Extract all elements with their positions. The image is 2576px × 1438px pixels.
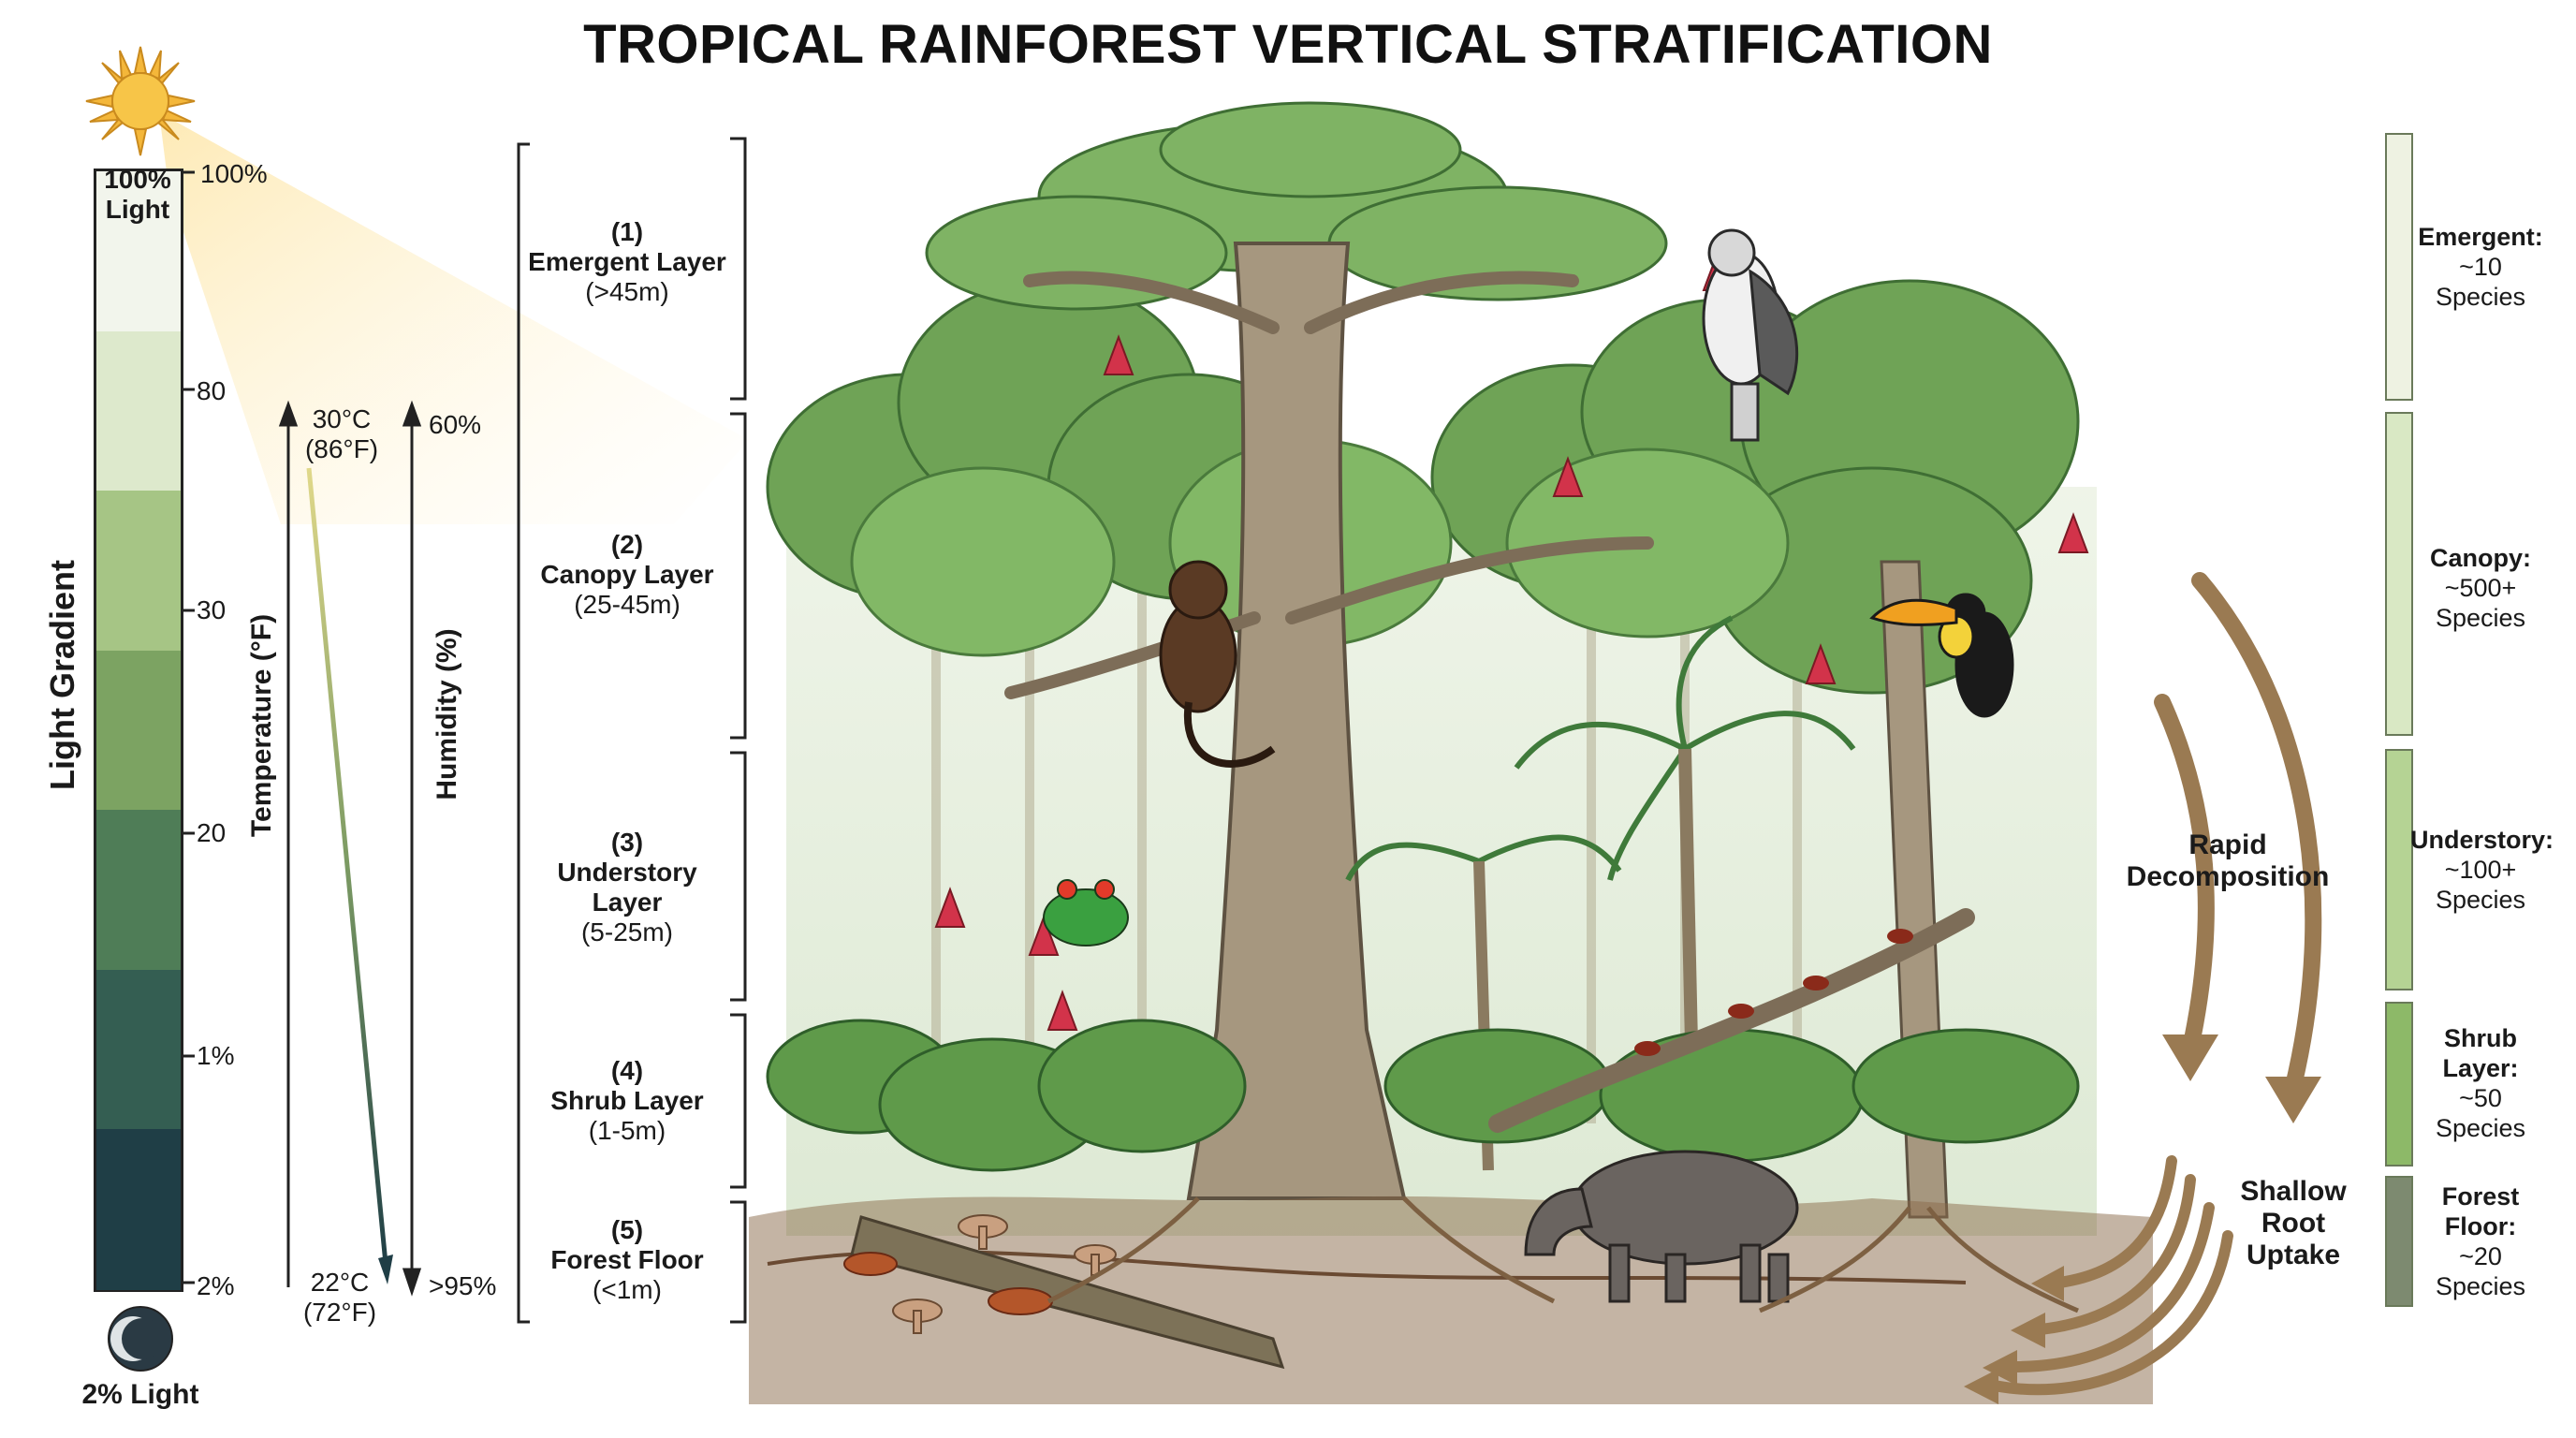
species-label-understory: Understory: ~100+ Species	[2410, 825, 2554, 915]
species-label-shrub: Shrub Layer: ~50 Species	[2410, 1023, 2551, 1143]
layer-emergent-name: Emergent Layer	[528, 247, 726, 276]
layer-understory-num: (3)	[610, 828, 644, 857]
species-bar-emergent	[2385, 133, 2413, 401]
species-bar-understory	[2385, 749, 2413, 990]
layer-floor-num: (5)	[610, 1215, 644, 1244]
temperature-top-label: 30°C (86°F)	[290, 404, 393, 464]
layer-emergent-num: (1)	[610, 217, 644, 246]
layer-brackets	[517, 137, 747, 1324]
species-shrub-unit: Species	[2435, 1114, 2526, 1142]
sun-rays-illustration	[159, 112, 749, 524]
light-tick-2: 2%	[197, 1271, 235, 1300]
light-bottom-label: 2% Light	[81, 1379, 199, 1410]
species-label-canopy: Canopy: ~500+ Species	[2410, 543, 2551, 633]
humidity-top-label: 60%	[429, 410, 482, 439]
shallow-root-uptake-line3: Uptake	[2246, 1240, 2341, 1270]
light-band	[96, 650, 181, 812]
temperature-bottom-c: 22°C	[310, 1268, 370, 1297]
species-canopy-unit: Species	[2435, 604, 2526, 632]
species-bar-forest-floor	[2385, 1176, 2413, 1307]
temperature-bottom-f: (72°F)	[302, 1298, 377, 1327]
species-bar-canopy	[2385, 412, 2413, 736]
species-understory-name: Understory:	[2410, 826, 2554, 854]
layer-forest-floor: (5) Forest Floor (<1m)	[524, 1215, 730, 1305]
rainforest-illustration	[749, 101, 2153, 1404]
rapid-decomposition-label: Rapid Decomposition	[2106, 829, 2349, 893]
layer-emergent-range: (>45m)	[585, 277, 669, 306]
species-emergent-name: Emergent:	[2418, 223, 2543, 251]
temperature-axis-label: Temperature (°F)	[246, 613, 277, 838]
layer-shrub-range: (1-5m)	[588, 1116, 666, 1145]
nutrient-cycle-arrows	[1964, 572, 2322, 1404]
humidity-axis-label: Humidity (%)	[432, 628, 462, 800]
light-tick-100: 100%	[200, 159, 268, 188]
layer-canopy-name: Canopy Layer	[540, 560, 714, 589]
light-tick-marks	[183, 170, 195, 1284]
rapid-decomposition-line2: Decomposition	[2126, 861, 2330, 892]
species-canopy-name: Canopy:	[2430, 544, 2531, 572]
light-top-percent: 100%	[104, 165, 171, 194]
layer-shrub-num: (4)	[610, 1056, 644, 1085]
temperature-bottom-label: 22°C (72°F)	[288, 1268, 391, 1328]
layer-shrub-name: Shrub Layer	[550, 1086, 704, 1115]
light-top-word: Light	[105, 195, 170, 224]
light-tick-1: 1%	[197, 1041, 235, 1070]
light-band	[96, 171, 181, 332]
light-band	[96, 1129, 181, 1290]
temperature-top-f: (86°F)	[304, 434, 379, 463]
species-floor-unit: Species	[2435, 1272, 2526, 1300]
layer-understory: (3) Understory Layer (5-25m)	[524, 828, 730, 947]
species-understory-count: ~100+	[2444, 856, 2517, 884]
species-floor-name: Forest	[2441, 1182, 2520, 1211]
species-shrub-name2: Layer:	[2442, 1054, 2519, 1082]
humidity-bottom-label: >95%	[429, 1271, 497, 1300]
layer-canopy: (2) Canopy Layer (25-45m)	[524, 530, 730, 620]
layer-canopy-num: (2)	[610, 530, 644, 559]
species-label-emergent: Emergent: ~10 Species	[2410, 222, 2551, 312]
species-bar-shrub	[2385, 1002, 2413, 1167]
layer-emergent: (1) Emergent Layer (>45m)	[524, 217, 730, 307]
species-emergent-unit: Species	[2435, 283, 2526, 311]
layer-shrub: (4) Shrub Layer (1-5m)	[524, 1056, 730, 1146]
shallow-root-uptake-line2: Root	[2261, 1208, 2326, 1239]
light-gradient-bar	[94, 169, 183, 1292]
shallow-root-uptake-line1: Shallow	[2240, 1176, 2347, 1207]
temperature-humidity-arrows	[278, 400, 422, 1297]
light-tick-30: 30	[197, 595, 227, 624]
temperature-top-c: 30°C	[312, 404, 372, 433]
light-tick-20: 20	[197, 818, 227, 847]
species-shrub-count: ~50	[2459, 1084, 2502, 1112]
page-title: TROPICAL RAINFOREST VERTICAL STRATIFICAT…	[583, 14, 1993, 75]
light-axis-label: Light Gradient	[43, 560, 81, 790]
layer-floor-name: Forest Floor	[550, 1245, 704, 1274]
light-tick-80: 80	[197, 376, 227, 405]
moon-icon	[108, 1306, 173, 1372]
light-band	[96, 330, 181, 492]
species-understory-unit: Species	[2435, 886, 2526, 914]
species-label-forest-floor: Forest Floor: ~20 Species	[2410, 1181, 2551, 1301]
sun-icon	[85, 46, 196, 156]
layer-floor-range: (<1m)	[593, 1275, 662, 1304]
rapid-decomposition-line1: Rapid	[2188, 829, 2267, 860]
layer-canopy-range: (25-45m)	[574, 590, 681, 619]
layer-understory-range: (5-25m)	[580, 917, 673, 946]
light-band	[96, 969, 181, 1131]
species-emergent-count: ~10	[2459, 253, 2502, 281]
light-top-label: 100% Light	[86, 165, 189, 225]
species-floor-count: ~20	[2459, 1242, 2502, 1270]
species-floor-name2: Floor:	[2444, 1212, 2517, 1240]
light-band	[96, 491, 181, 652]
light-band	[96, 810, 181, 971]
species-shrub-name: Shrub	[2444, 1024, 2517, 1052]
layer-understory-name: Understory Layer	[557, 858, 697, 917]
shallow-root-uptake-label: Shallow Root Uptake	[2190, 1176, 2396, 1271]
species-canopy-count: ~500+	[2444, 574, 2517, 602]
